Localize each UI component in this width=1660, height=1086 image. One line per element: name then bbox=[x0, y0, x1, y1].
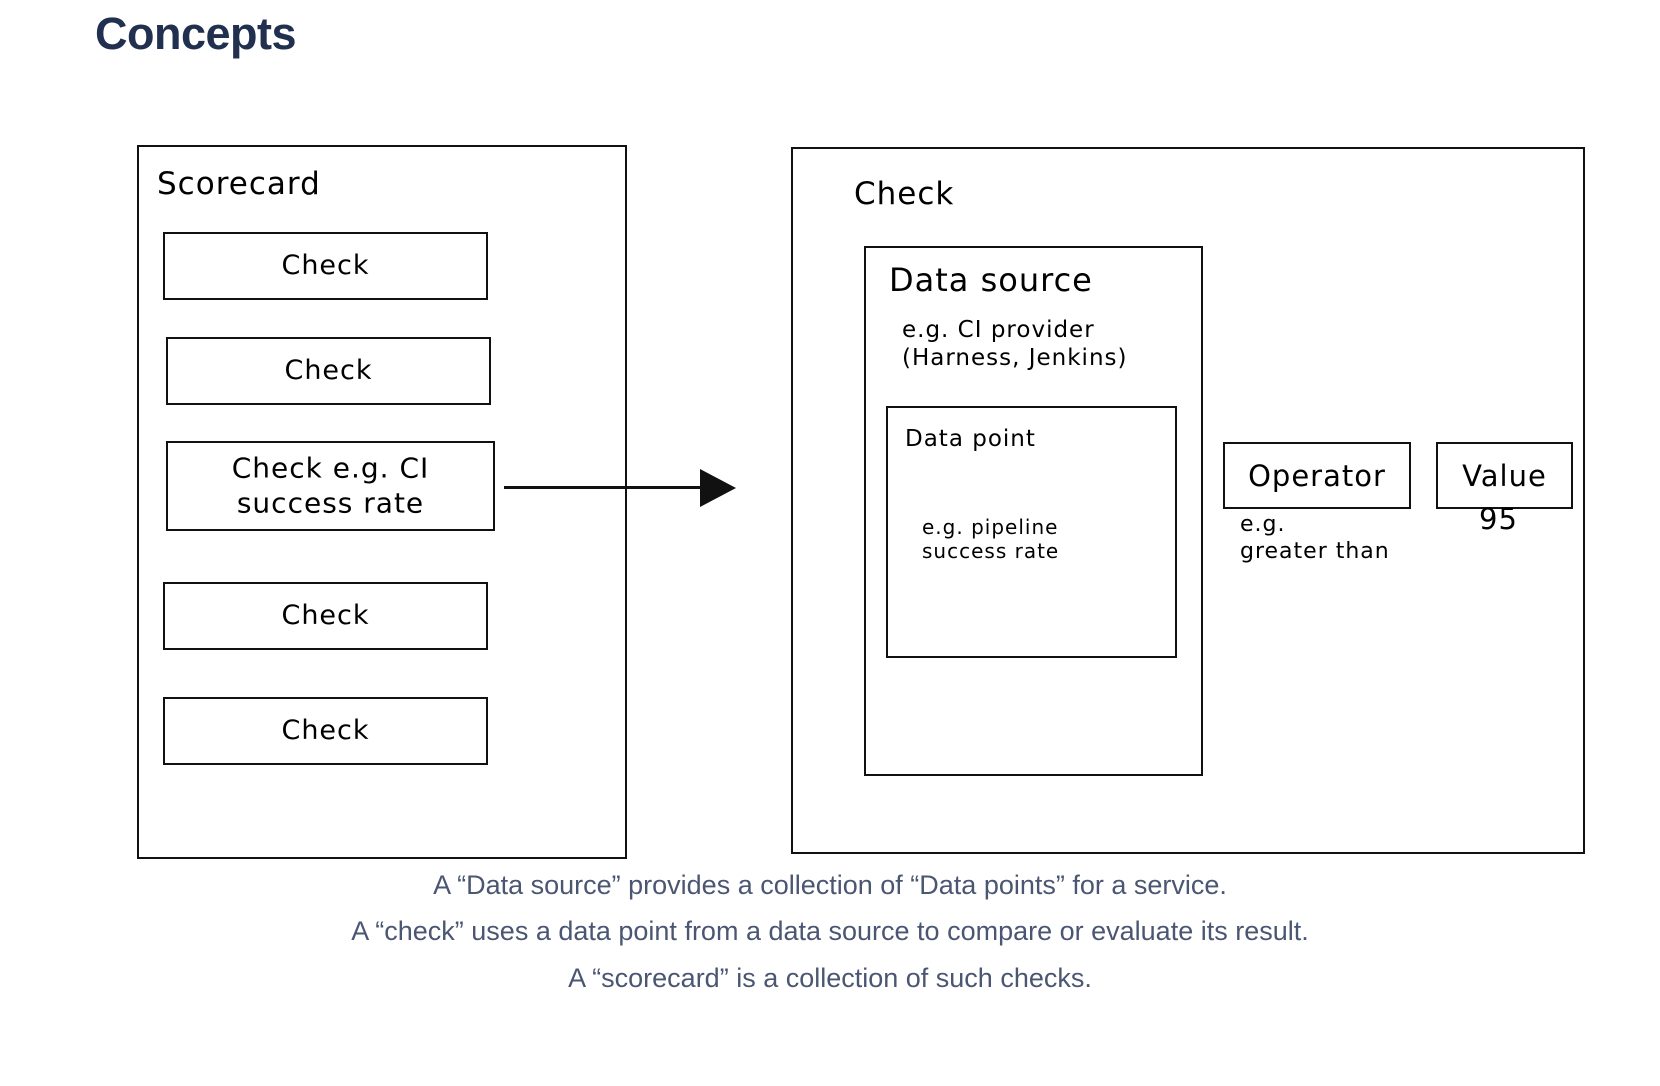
scorecard-check-item[interactable]: Check bbox=[163, 582, 488, 650]
caption-line: A “scorecard” is a collection of such ch… bbox=[568, 962, 1092, 993]
concepts-diagram: Scorecard Check Check Check e.g. CI succ… bbox=[137, 145, 1585, 859]
scorecard-check-label: Check bbox=[281, 249, 370, 281]
data-source-note: e.g. CI provider (Harness, Jenkins) bbox=[902, 317, 1128, 372]
scorecard-box bbox=[137, 145, 627, 859]
scorecard-check-label: Check bbox=[281, 714, 370, 746]
data-point-box bbox=[886, 406, 1177, 658]
check-detail-title: Check bbox=[854, 176, 955, 212]
scorecard-check-item[interactable]: Check bbox=[163, 697, 488, 765]
value-label: Value bbox=[1462, 458, 1547, 493]
value-box: Value bbox=[1436, 442, 1573, 509]
data-point-title: Data point bbox=[905, 426, 1036, 452]
page-title: Concepts bbox=[95, 8, 297, 59]
scorecard-title: Scorecard bbox=[157, 166, 321, 202]
caption-line: A “Data source” provides a collection of… bbox=[433, 870, 1227, 900]
scorecard-check-label: Check bbox=[284, 354, 373, 386]
arrow-right-icon-line bbox=[504, 486, 704, 489]
scorecard-check-item-ci-success-rate[interactable]: Check e.g. CI success rate bbox=[166, 441, 495, 531]
scorecard-check-label: Check bbox=[281, 599, 370, 631]
caption-line: A “check” uses a data point from a data … bbox=[351, 916, 1309, 947]
value-note: 95 bbox=[1479, 502, 1518, 536]
data-point-note: e.g. pipeline success rate bbox=[922, 515, 1060, 564]
arrow-right-icon bbox=[700, 469, 736, 507]
data-source-box bbox=[864, 246, 1203, 776]
scorecard-check-item[interactable]: Check bbox=[163, 232, 488, 300]
data-source-title: Data source bbox=[889, 261, 1093, 299]
scorecard-check-item[interactable]: Check bbox=[166, 337, 491, 405]
check-detail-box bbox=[791, 147, 1585, 854]
caption-block: A “Data source” provides a collection of… bbox=[0, 862, 1660, 1001]
operator-box: Operator bbox=[1223, 442, 1411, 509]
scorecard-check-label: Check e.g. CI success rate bbox=[231, 451, 430, 520]
operator-label: Operator bbox=[1248, 458, 1386, 493]
operator-note: e.g. greater than bbox=[1240, 512, 1390, 564]
